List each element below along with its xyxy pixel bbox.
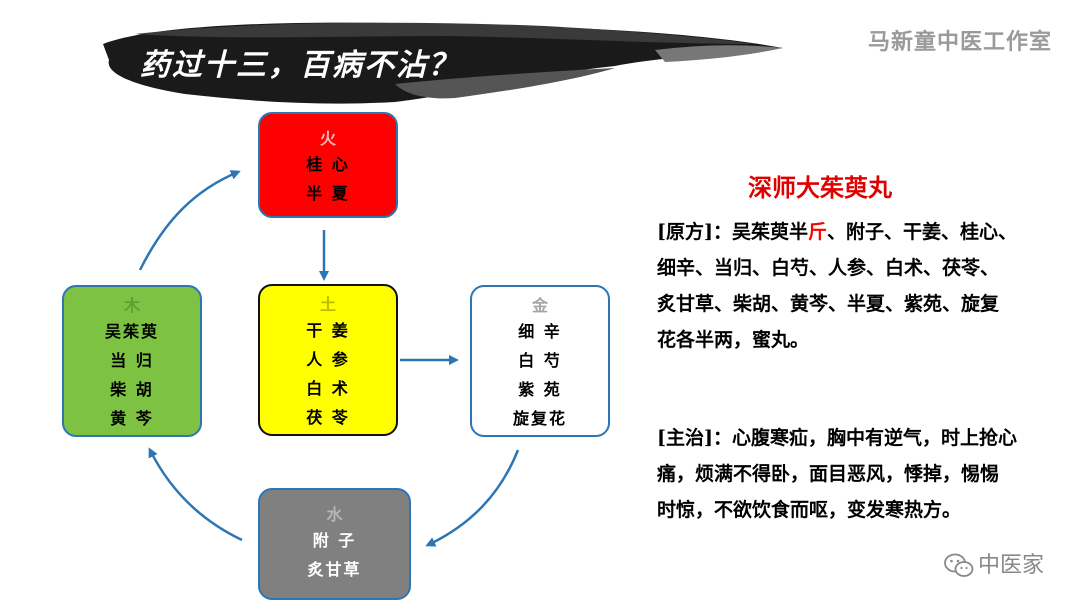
element-box-water: 水 附 子 炙甘草: [258, 488, 411, 600]
herb-item: 紫 苑: [518, 380, 562, 399]
element-label-metal: 金: [531, 296, 548, 315]
element-label-water: 水: [326, 505, 343, 524]
herb-item: 柴 胡: [110, 380, 154, 399]
arrow-water-to-wood: [148, 447, 243, 542]
herb-item: 半 夏: [306, 184, 350, 203]
arrow-metal-to-water: [425, 449, 520, 547]
ink-brush-banner: [103, 22, 783, 104]
formula-paragraph: [原方]：吴茱萸半斤、附子、干姜、桂心、细辛、当归、白芍、人参、白术、茯苓、炙甘…: [657, 214, 1017, 358]
banner-title: 药过十三，百病不沾？: [140, 48, 460, 83]
herb-item: 吴茱萸: [104, 322, 159, 341]
wechat-icon: [944, 553, 974, 577]
studio-name: 马新童中医工作室: [867, 30, 1052, 55]
prescription-title: 深师大茱萸丸: [748, 173, 892, 202]
herb-item: 茯 苓: [306, 408, 350, 427]
element-box-earth: 土 干 姜 人 参 白 术 茯 苓: [258, 284, 398, 436]
herb-item: 当 归: [110, 351, 154, 370]
element-label-earth: 土: [319, 295, 336, 314]
arrow-wood-to-fire: [138, 170, 241, 271]
herb-item: 人 参: [306, 350, 350, 369]
herb-item: 桂 心: [306, 155, 350, 174]
formula-text-b: 、附子、干姜、桂心、细辛、当归、白芍、人参、白术、茯苓、炙甘草、柴胡、黄芩、半夏…: [657, 221, 1018, 351]
element-box-wood: 木 吴茱萸 当 归 柴 胡 黄 芩: [62, 285, 202, 437]
formula-text-a: [原方]：吴茱萸半: [657, 221, 808, 243]
element-label-wood: 木: [123, 296, 140, 315]
element-box-fire: 火 桂 心 半 夏: [258, 112, 398, 218]
element-box-metal: 金 细 辛 白 芍 紫 苑 旋复花: [470, 285, 610, 437]
indication-paragraph: [主治]：心腹寒疝，胸中有逆气，时上抢心痛，烦满不得卧，面目恶风，悸掉，惕惕时惊…: [657, 427, 1017, 521]
watermark: 中医家: [944, 547, 1044, 579]
herb-item: 白 芍: [518, 351, 562, 370]
herb-item: 黄 芩: [110, 409, 154, 428]
herb-item: 附 子: [312, 531, 357, 550]
herb-item: 白 术: [306, 379, 350, 398]
herb-item: 细 辛: [518, 322, 562, 341]
watermark-text: 中医家: [977, 553, 1044, 578]
element-label-fire: 火: [319, 129, 336, 148]
formula-unit: 斤: [807, 221, 827, 243]
herb-item: 干 姜: [306, 321, 350, 340]
herb-item: 旋复花: [512, 409, 567, 428]
herb-item: 炙甘草: [307, 560, 362, 579]
